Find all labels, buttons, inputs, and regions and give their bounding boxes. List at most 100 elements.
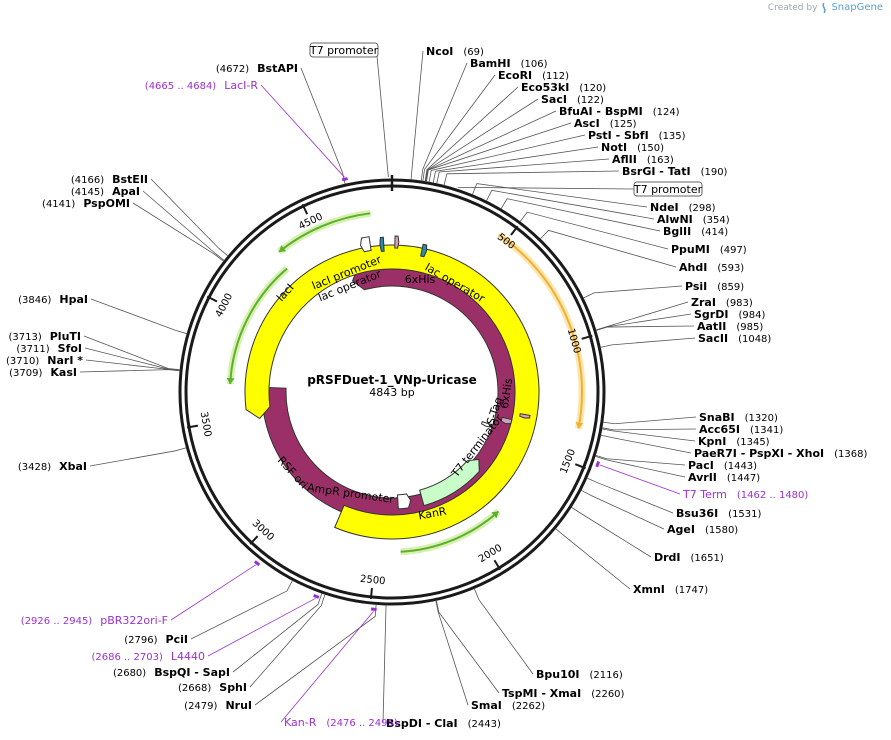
site-pcii[interactable]: PciI(2796) <box>124 633 188 646</box>
site-bfuai-bspmi[interactable]: BfuAI - BspMI(124) <box>559 105 680 118</box>
site-leader-sfoi <box>84 347 181 371</box>
feature-s-tag <box>500 416 513 425</box>
site-name: AvrII <box>688 471 717 484</box>
site-position: (2668) <box>178 683 211 694</box>
credit-prefix: Created by <box>767 2 818 13</box>
kanr-arc <box>400 510 500 553</box>
site-kasi[interactable]: KasI(3709) <box>9 366 77 379</box>
promoter-box-1[interactable]: T7 promoter <box>309 42 379 58</box>
site-eco53ki[interactable]: Eco53kI(120) <box>521 81 606 94</box>
site-position: (2680) <box>113 668 146 679</box>
site-leader-bglii <box>500 198 661 232</box>
site-bamhi[interactable]: BamHI(106) <box>470 57 548 70</box>
site-nrui[interactable]: NruI(2479) <box>184 699 252 712</box>
site-bspqi-sapi[interactable]: BspQI - SapI(2680) <box>113 666 230 679</box>
snapgene-credit: Created by SnapGene <box>768 2 883 13</box>
site-position: (163) <box>647 155 674 166</box>
site-bsrgi-tati[interactable]: BsrGI - TatI(190) <box>622 165 728 178</box>
site-position: (1320) <box>745 413 778 424</box>
site-name: BstAPI <box>257 62 298 75</box>
site-position: (3846) <box>18 295 51 306</box>
site-zrai[interactable]: ZraI(983) <box>691 296 753 309</box>
site-ncoi[interactable]: NcoI(69) <box>426 45 484 58</box>
promoter-box-label: T7 promoter <box>633 183 703 196</box>
primer-l4440[interactable]: L4440(2686 .. 2703) <box>91 650 205 663</box>
site-apai[interactable]: ApaI(4145) <box>71 185 140 198</box>
site-name: PstI - SbfI <box>588 129 649 142</box>
site-bpu10i[interactable]: Bpu10I(2116) <box>536 668 623 681</box>
site-hpai[interactable]: HpaI(3846) <box>18 293 88 306</box>
site-leader-asci <box>425 122 572 182</box>
site-pspomi[interactable]: PspOMI(4141) <box>42 197 130 210</box>
site-position: (1580) <box>705 525 738 536</box>
site-noti[interactable]: NotI(150) <box>601 141 664 154</box>
tick-mark-1000 <box>581 334 593 340</box>
primer-pbr322ori-f[interactable]: pBR322ori-F(2926 .. 2945) <box>21 614 168 627</box>
site-bsteii[interactable]: BstEII(4166) <box>71 173 148 186</box>
site-name: Acc65I <box>699 423 740 436</box>
promoter-box-2[interactable]: T7 promoter <box>633 181 703 197</box>
site-kpni[interactable]: KpnI(1345) <box>698 435 770 448</box>
site-avrii[interactable]: AvrII(1447) <box>688 471 760 484</box>
site-leader-aflii <box>436 158 610 184</box>
site-position: (2443) <box>468 719 501 730</box>
site-snabi[interactable]: SnaBI(1320) <box>699 411 778 424</box>
primer-mark-l4440 <box>313 594 320 599</box>
site-position: (298) <box>689 203 716 214</box>
site-leader-sacii <box>600 337 696 348</box>
site-name: XmnI <box>633 583 665 596</box>
feature-lac-operator-right <box>420 243 428 258</box>
promoter-box-frame <box>309 42 379 58</box>
site-psii[interactable]: PsiI(859) <box>685 280 744 293</box>
uricase-arc <box>498 234 583 429</box>
site-acc65i[interactable]: Acc65I(1341) <box>699 423 783 436</box>
site-bstapi[interactable]: BstAPI(4672) <box>216 62 298 75</box>
site-sphi[interactable]: SphI(2668) <box>178 681 247 694</box>
site-name: SacI <box>541 93 567 106</box>
site-ppumi[interactable]: PpuMI(497) <box>671 243 747 256</box>
site-name: AhdI <box>679 261 707 274</box>
site-name: PspOMI <box>83 197 130 210</box>
primer-t7-term[interactable]: T7 Term(1462 .. 1480) <box>682 488 808 501</box>
site-leader-nrui <box>254 604 377 706</box>
site-pluti[interactable]: PluTI(3713) <box>8 330 81 343</box>
site-bglii[interactable]: BglII(414) <box>663 225 728 238</box>
site-saci[interactable]: SacI(122) <box>541 93 604 106</box>
site-nari[interactable]: NarI *(3710) <box>6 354 83 367</box>
site-asci[interactable]: AscI(125) <box>574 117 637 130</box>
site-sacii[interactable]: SacII(1048) <box>698 332 771 345</box>
primer-laci-r[interactable]: LacI-R(4665 .. 4684) <box>145 79 259 92</box>
site-position: (125) <box>610 119 637 130</box>
site-psti-sbfi[interactable]: PstI - SbfI(135) <box>588 129 686 142</box>
site-aflii[interactable]: AflII(163) <box>612 153 674 166</box>
site-tspmi-xmai[interactable]: TspMI - XmaI(2260) <box>502 687 625 700</box>
primer-name: LacI-R <box>224 79 258 92</box>
site-paci[interactable]: PacI(1443) <box>688 459 757 472</box>
site-leader-saci <box>425 98 539 182</box>
tick-mark-3000 <box>249 535 259 545</box>
site-smai[interactable]: SmaI(2262) <box>471 699 545 712</box>
site-aatii[interactable]: AatII(985) <box>697 320 763 333</box>
site-bspdi-clai[interactable]: BspDI - ClaI(2443) <box>386 717 501 730</box>
site-leader-kpni <box>601 428 696 442</box>
site-sgrdi[interactable]: SgrDI(984) <box>694 308 765 321</box>
site-position: (354) <box>703 215 730 226</box>
site-sfoi[interactable]: SfoI(3711) <box>16 342 82 355</box>
site-agei[interactable]: AgeI(1580) <box>667 523 738 536</box>
site-ecori[interactable]: EcoRI(112) <box>498 69 569 82</box>
primer-mark-laci-r <box>341 177 348 182</box>
site-drdi[interactable]: DrdI(1651) <box>654 551 724 564</box>
site-ahdi[interactable]: AhdI(593) <box>679 261 744 274</box>
primer-kan-r[interactable]: Kan-R(2476 .. 2495) <box>284 716 398 729</box>
feature-label-6xhis-right: 6xHis <box>498 377 515 409</box>
tick-label-4000: 4000 <box>214 292 235 320</box>
site-leader-zrai <box>595 301 689 331</box>
site-bsu36i[interactable]: Bsu36I(1531) <box>676 507 762 520</box>
site-ndei[interactable]: NdeI(298) <box>650 201 716 214</box>
laci-outer-arc <box>278 212 371 253</box>
site-alwni[interactable]: AlwNI(354) <box>657 213 730 226</box>
site-xbai[interactable]: XbaI(3428) <box>18 460 87 473</box>
tick-mark-1500 <box>574 463 586 470</box>
site-paer7i-pspxi-xhoi[interactable]: PaeR7I - PspXI - XhoI(1368) <box>694 447 868 460</box>
site-xmni[interactable]: XmnI(1747) <box>633 583 708 596</box>
